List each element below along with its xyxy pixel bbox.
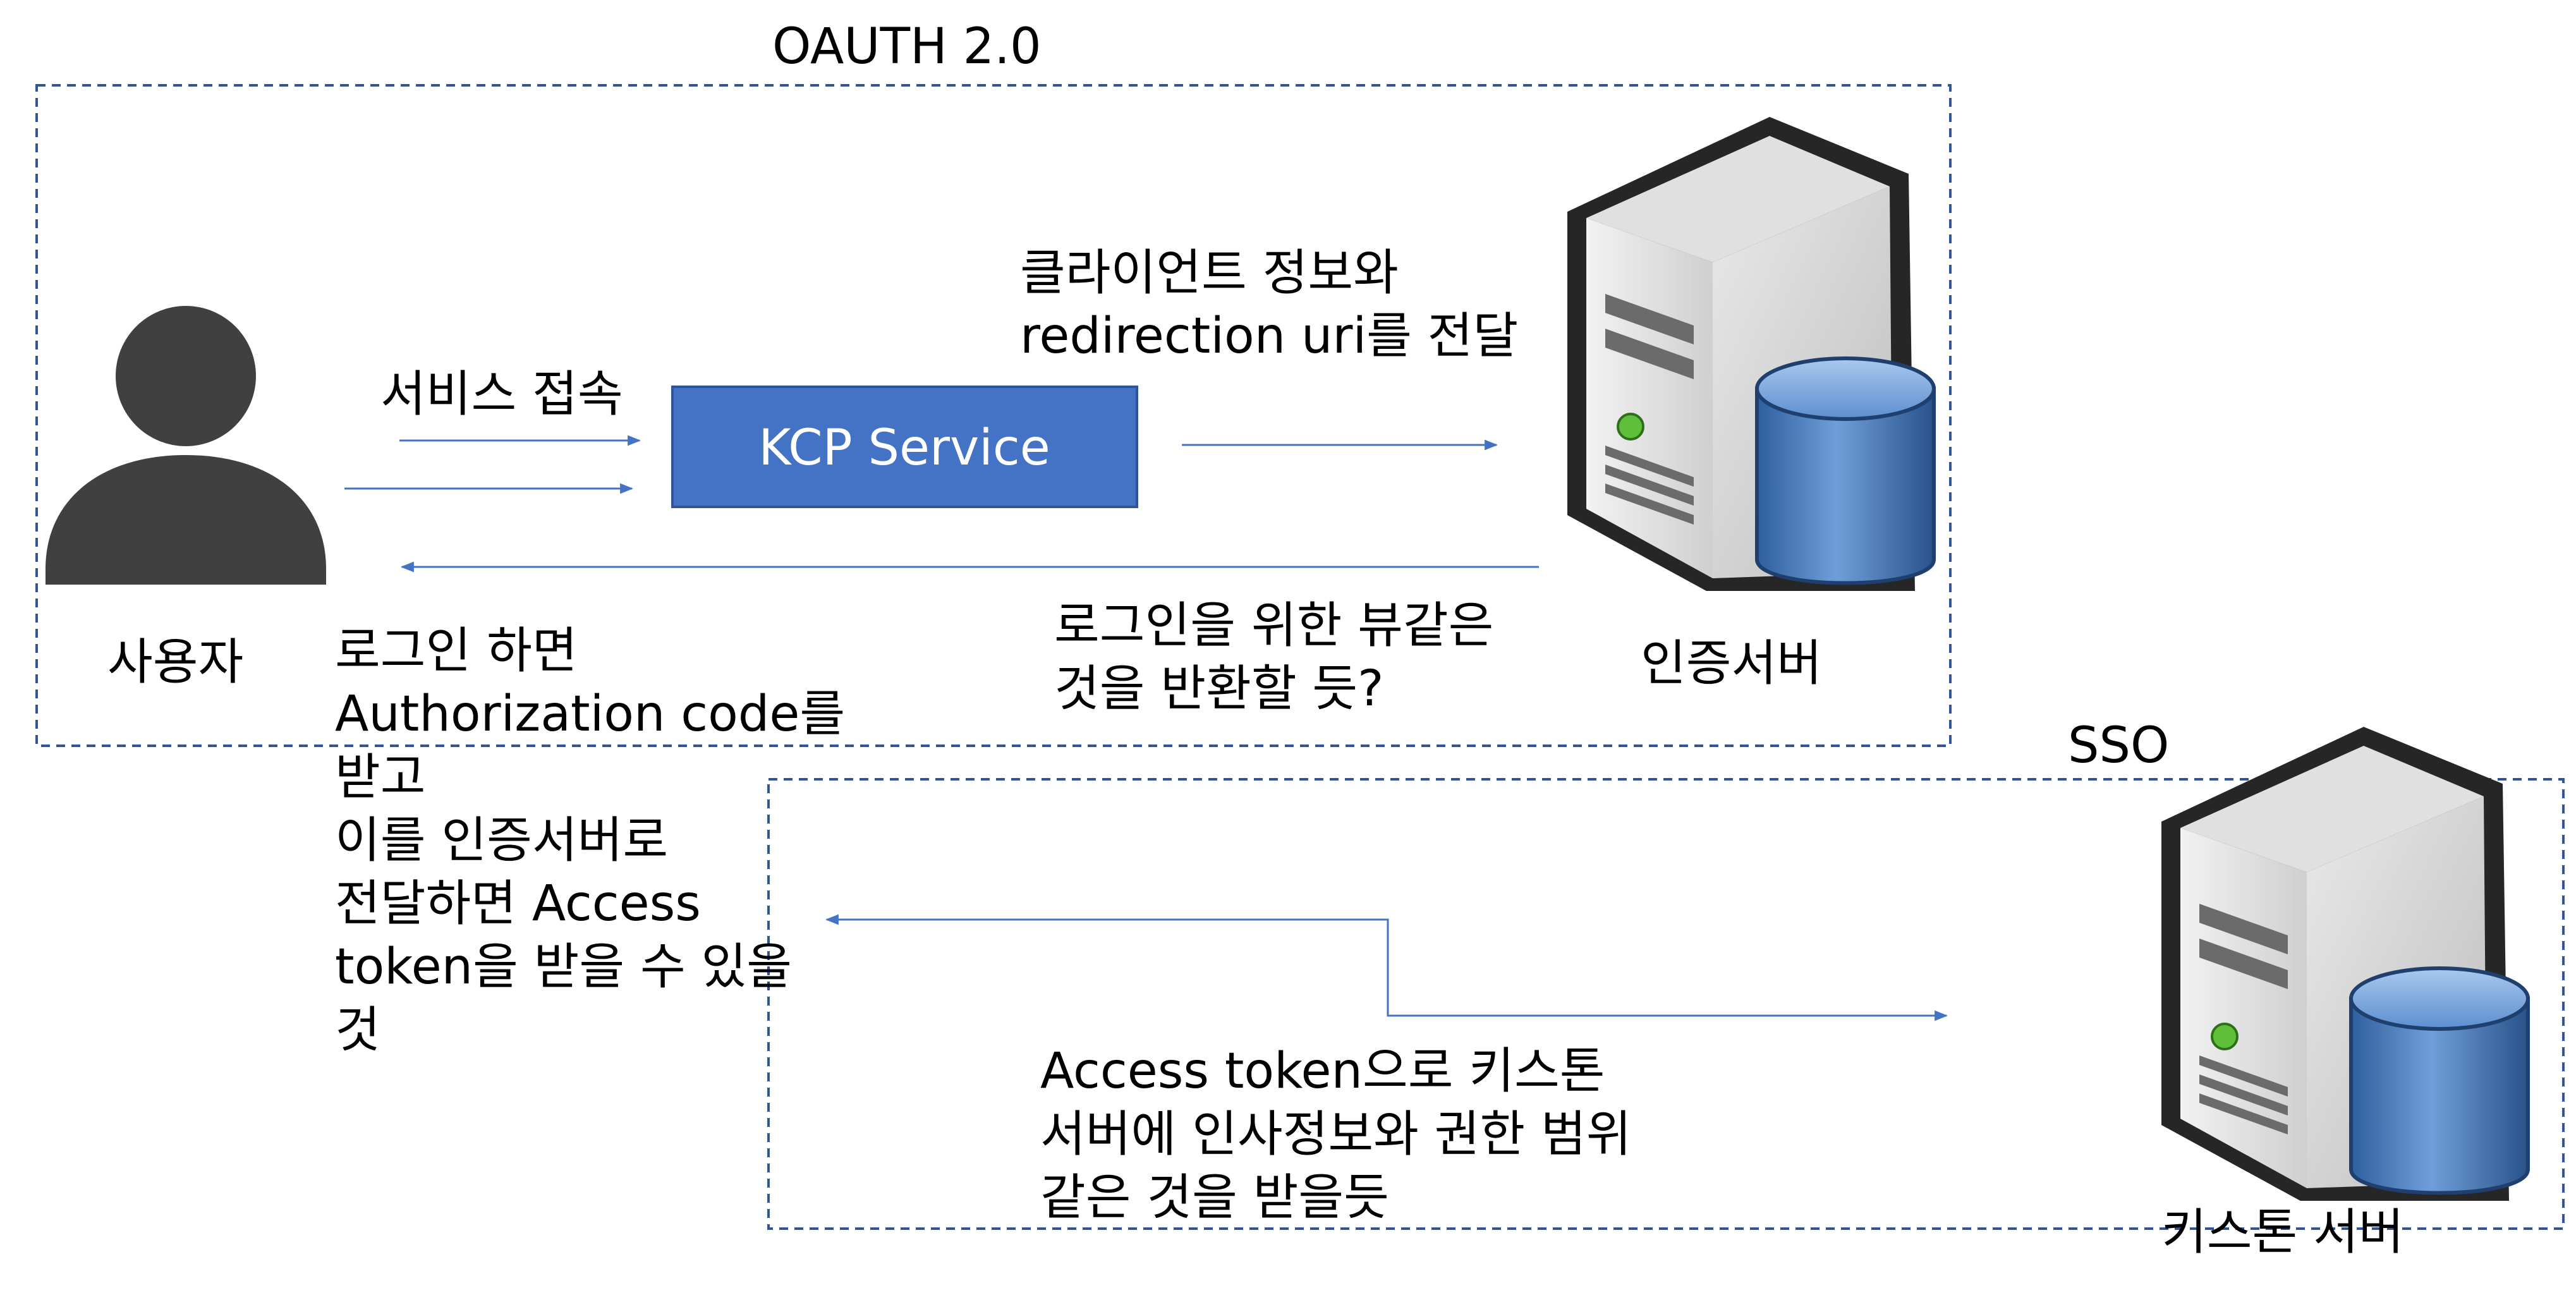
- sso-group-title: SSO: [2068, 717, 2170, 774]
- auth-code-label: 로그인 하면 Authorization code를 받고 이를 인증서버로 전…: [335, 619, 845, 1062]
- service-access-label: 서비스 접속: [380, 366, 623, 423]
- keystone-server-label: 키스톤 서버: [2161, 1204, 2404, 1261]
- kcp-service-node[interactable]: KCP Service: [671, 386, 1138, 508]
- auth-code-line-6: token을 받을 수 있을: [335, 939, 793, 995]
- auth-code-line-1: 로그인 하면: [335, 623, 578, 679]
- sso-exchange-label: Access token으로 키스톤 서버에 인사정보와 권한 범위 같은 것을…: [1040, 1040, 1632, 1229]
- auth-code-line-5: 전달하면 Access: [335, 875, 701, 932]
- oauth-group-title: OAUTH 2.0: [772, 18, 1042, 75]
- auth-server-icon: [1567, 117, 1936, 591]
- kcp-service-label: KCP Service: [758, 420, 1050, 477]
- auth-code-line-4: 이를 인증서버로: [335, 812, 669, 869]
- client-info-line-2: redirection uri를 전달: [1020, 308, 1519, 365]
- keystone-server-icon: [2161, 727, 2530, 1201]
- user-label: 사용자: [107, 634, 244, 691]
- client-info-line-1: 클라이언트 정보와: [1020, 245, 1399, 301]
- oauth-group-frame: [35, 84, 1952, 747]
- login-view-label: 로그인을 위한 뷰같은 것을 반환할 듯?: [1054, 594, 1493, 720]
- login-view-line-2: 것을 반환할 듯?: [1054, 660, 1384, 717]
- auth-server-label: 인증서버: [1641, 635, 1823, 692]
- sso-group-frame: [767, 778, 2565, 1230]
- auth-code-line-2: Authorization code를: [335, 686, 846, 743]
- auth-code-line-3: 받고: [335, 749, 426, 806]
- user-person-icon: [46, 306, 326, 585]
- auth-code-line-7: 것: [335, 1002, 380, 1059]
- login-view-line-1: 로그인을 위한 뷰같은: [1054, 597, 1494, 654]
- arrow-sso-exchange: [825, 914, 1948, 1021]
- sso-exchange-line-1: Access token으로 키스톤: [1040, 1043, 1605, 1100]
- sso-exchange-line-3: 같은 것을 받을듯: [1040, 1169, 1389, 1226]
- client-info-label: 클라이언트 정보와 redirection uri를 전달: [1020, 241, 1518, 368]
- sso-exchange-line-2: 서버에 인사정보와 권한 범위: [1040, 1106, 1632, 1163]
